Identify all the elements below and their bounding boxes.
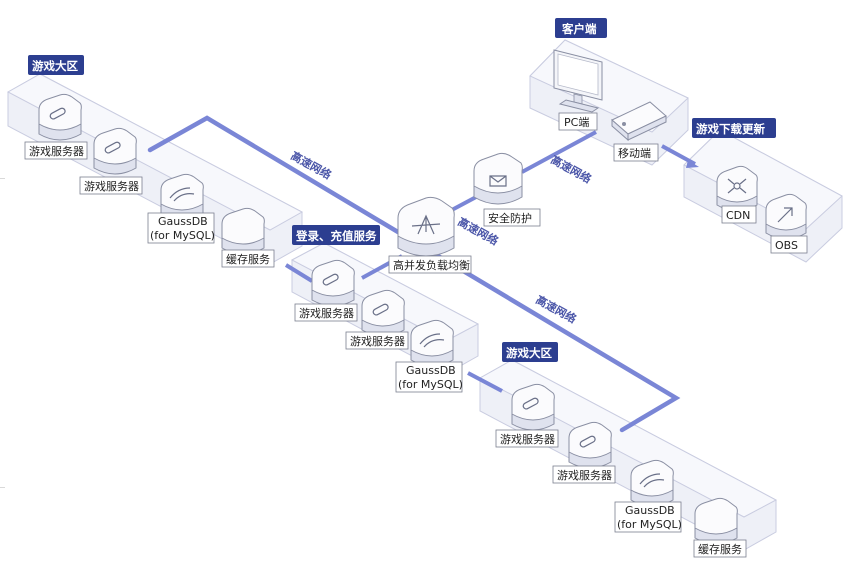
svg-text:游戏服务器: 游戏服务器 — [500, 433, 555, 446]
svg-text:OBS: OBS — [775, 239, 798, 252]
zone-title-login-service: 登录、充值服务 — [292, 225, 380, 245]
edge-mark — [0, 487, 5, 488]
svg-text:CDN: CDN — [726, 209, 750, 222]
node-label: GaussDB (for MySQL) — [395, 361, 463, 393]
node-label: 游戏服务器 — [294, 303, 358, 322]
node-label: 缓存服务 — [221, 249, 275, 268]
svg-text:游戏服务器: 游戏服务器 — [84, 180, 139, 193]
node-label: 游戏服务器 — [552, 465, 616, 484]
edge-mark — [0, 178, 5, 179]
node-label: OBS — [770, 235, 808, 254]
svg-text:(for MySQL): (for MySQL) — [617, 518, 682, 531]
node-label: 安全防护 — [483, 208, 541, 227]
server-icon — [511, 383, 555, 431]
client-download-link — [661, 144, 696, 166]
security-icon — [473, 152, 523, 205]
node-label: CDN — [721, 205, 757, 224]
svg-text:游戏服务器: 游戏服务器 — [299, 307, 354, 320]
zone-title-game-region-1: 游戏大区 — [28, 55, 84, 75]
svg-text:游戏下载更新: 游戏下载更新 — [696, 122, 765, 136]
svg-text:GaussDB: GaussDB — [625, 504, 675, 517]
svg-text:移动端: 移动端 — [618, 147, 651, 160]
svg-text:高速网络: 高速网络 — [534, 292, 579, 326]
security-client-link — [521, 130, 597, 174]
node-label: 游戏服务器 — [24, 141, 88, 160]
svg-text:安全防护: 安全防护 — [488, 211, 532, 225]
svg-text:游戏服务器: 游戏服务器 — [350, 335, 405, 348]
node-label: 移动端 — [613, 143, 659, 162]
node-label: 高并发负载均衡 — [388, 255, 472, 274]
node-label: GaussDB (for MySQL) — [614, 501, 682, 533]
obs-icon — [765, 193, 807, 240]
server-icon — [361, 289, 405, 337]
svg-text:登录、充值服务: 登录、充值服务 — [295, 229, 377, 243]
server-icon — [311, 259, 355, 307]
login-region2-link — [467, 371, 503, 393]
svg-text:游戏服务器: 游戏服务器 — [557, 469, 612, 482]
cdn-icon — [716, 165, 758, 212]
zone-title-game-region-2: 游戏大区 — [502, 342, 558, 362]
svg-text:缓存服务: 缓存服务 — [698, 542, 742, 556]
svg-text:GaussDB: GaussDB — [158, 215, 208, 228]
svg-text:游戏服务器: 游戏服务器 — [29, 145, 84, 158]
node-label: 游戏服务器 — [495, 429, 559, 448]
svg-text:高速网络: 高速网络 — [549, 152, 594, 186]
svg-text:缓存服务: 缓存服务 — [226, 252, 270, 266]
zone-title-download-update: 游戏下载更新 — [692, 118, 776, 138]
cache-icon — [221, 207, 265, 255]
node-label: PC端 — [558, 112, 598, 131]
svg-text:高并发负载均衡: 高并发负载均衡 — [393, 258, 470, 272]
server-icon — [38, 93, 82, 141]
server-icon — [568, 421, 612, 469]
zone-download-update — [683, 129, 843, 263]
server-icon — [93, 127, 137, 175]
load-balancer-icon — [397, 196, 455, 257]
region1-login-link — [284, 263, 314, 283]
node-label: 游戏服务器 — [345, 331, 409, 350]
svg-text:GaussDB: GaussDB — [406, 364, 456, 377]
node-label: GaussDB (for MySQL) — [147, 212, 215, 244]
svg-text:(for MySQL): (for MySQL) — [150, 229, 215, 242]
svg-text:客户端: 客户端 — [561, 22, 597, 36]
svg-text:(for MySQL): (for MySQL) — [398, 378, 463, 391]
zone-title-client: 客户端 — [555, 18, 607, 38]
node-label: 缓存服务 — [693, 539, 747, 558]
gaussdb-icon — [410, 319, 454, 367]
network-label: 高速网络 — [534, 292, 579, 326]
network-label: 高速网络 — [549, 152, 594, 186]
network-label: 高速网络 — [289, 148, 334, 182]
svg-text:PC端: PC端 — [564, 116, 589, 129]
node-label: 游戏服务器 — [79, 176, 143, 195]
gaussdb-icon — [630, 459, 674, 507]
mobile-icon — [611, 101, 667, 142]
pc-icon — [553, 49, 603, 113]
svg-text:高速网络: 高速网络 — [289, 148, 334, 182]
svg-text:游戏大区: 游戏大区 — [506, 346, 552, 360]
arrow-icon — [686, 160, 699, 168]
svg-text:游戏大区: 游戏大区 — [32, 59, 78, 73]
cache-icon — [694, 497, 738, 545]
